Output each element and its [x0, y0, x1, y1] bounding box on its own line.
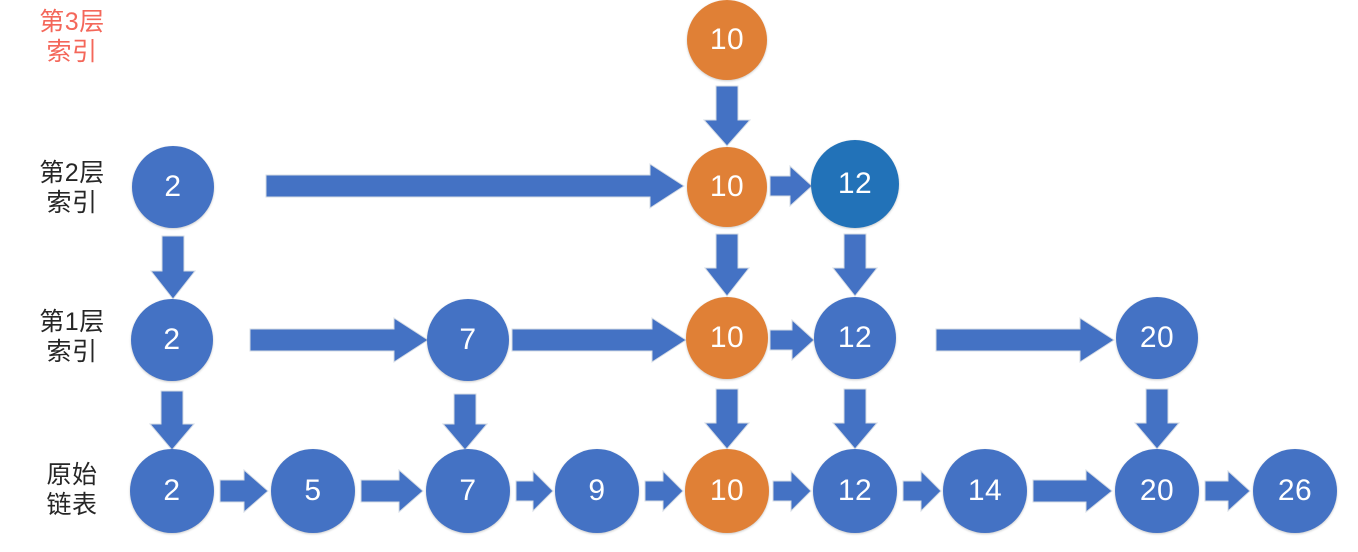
node-l0-14[interactable]: 14	[943, 449, 1027, 533]
arrow-base-12-to-14	[902, 469, 942, 513]
arrow-down-level1-7-to-base-7	[441, 393, 489, 451]
arrow-base-7-to-9	[515, 469, 554, 513]
node-l0-26[interactable]: 26	[1253, 449, 1337, 533]
node-l1-20[interactable]: 20	[1116, 297, 1198, 379]
node-l2-2[interactable]: 2	[132, 146, 214, 228]
node-l2-12[interactable]: 12	[811, 140, 899, 228]
node-l1-7[interactable]: 7	[427, 299, 509, 381]
arrow-level1-2-to-7	[249, 317, 429, 363]
arrow-base-9-to-10	[644, 469, 684, 513]
arrow-down-level1-20-to-base-20	[1133, 388, 1181, 450]
level-3-label: 第3层 索引	[39, 8, 105, 66]
node-l0-20[interactable]: 20	[1115, 449, 1199, 533]
arrow-down-level1-10-to-base-10	[703, 388, 751, 450]
node-l0-10[interactable]: 10	[685, 449, 769, 533]
arrow-down-level1-12-to-base-12	[831, 388, 879, 450]
arrow-level1-10-to-12	[769, 318, 815, 362]
arrow-down-level1-2-to-base-2	[148, 390, 196, 451]
level-1-label: 第1层 索引	[39, 308, 105, 366]
node-l2-10[interactable]: 10	[687, 147, 767, 227]
arrow-level1-12-to-20	[935, 317, 1115, 363]
arrow-level2-10-to-12	[769, 164, 813, 208]
node-l0-12[interactable]: 12	[813, 449, 897, 533]
node-l0-2[interactable]: 2	[130, 449, 214, 533]
arrow-down-level2-2-to-level1-2	[149, 235, 197, 300]
node-l3-10[interactable]: 10	[687, 0, 767, 80]
base-list-label: 原始 链表	[46, 461, 98, 519]
arrow-base-20-to-26	[1204, 469, 1251, 513]
arrow-base-10-to-12	[772, 469, 812, 513]
node-l1-12[interactable]: 12	[814, 297, 896, 379]
node-l0-9[interactable]: 9	[555, 449, 639, 533]
arrow-level1-7-to-10	[511, 317, 687, 363]
arrow-down-level3-10-to-level2-10	[702, 85, 752, 147]
node-l0-5[interactable]: 5	[271, 449, 355, 533]
arrow-base-2-to-5	[219, 468, 269, 514]
arrow-base-5-to-7	[360, 468, 424, 514]
arrow-level2-2-to-10	[265, 163, 685, 209]
node-l0-7[interactable]: 7	[426, 449, 510, 533]
arrow-base-14-to-20	[1032, 468, 1113, 514]
arrow-down-level2-12-to-level1-12	[831, 233, 879, 297]
arrow-down-level2-10-to-level1-10	[703, 233, 751, 297]
node-l1-2[interactable]: 2	[131, 299, 213, 381]
level-2-label: 第2层 索引	[39, 159, 105, 217]
node-l1-10[interactable]: 10	[686, 297, 768, 379]
